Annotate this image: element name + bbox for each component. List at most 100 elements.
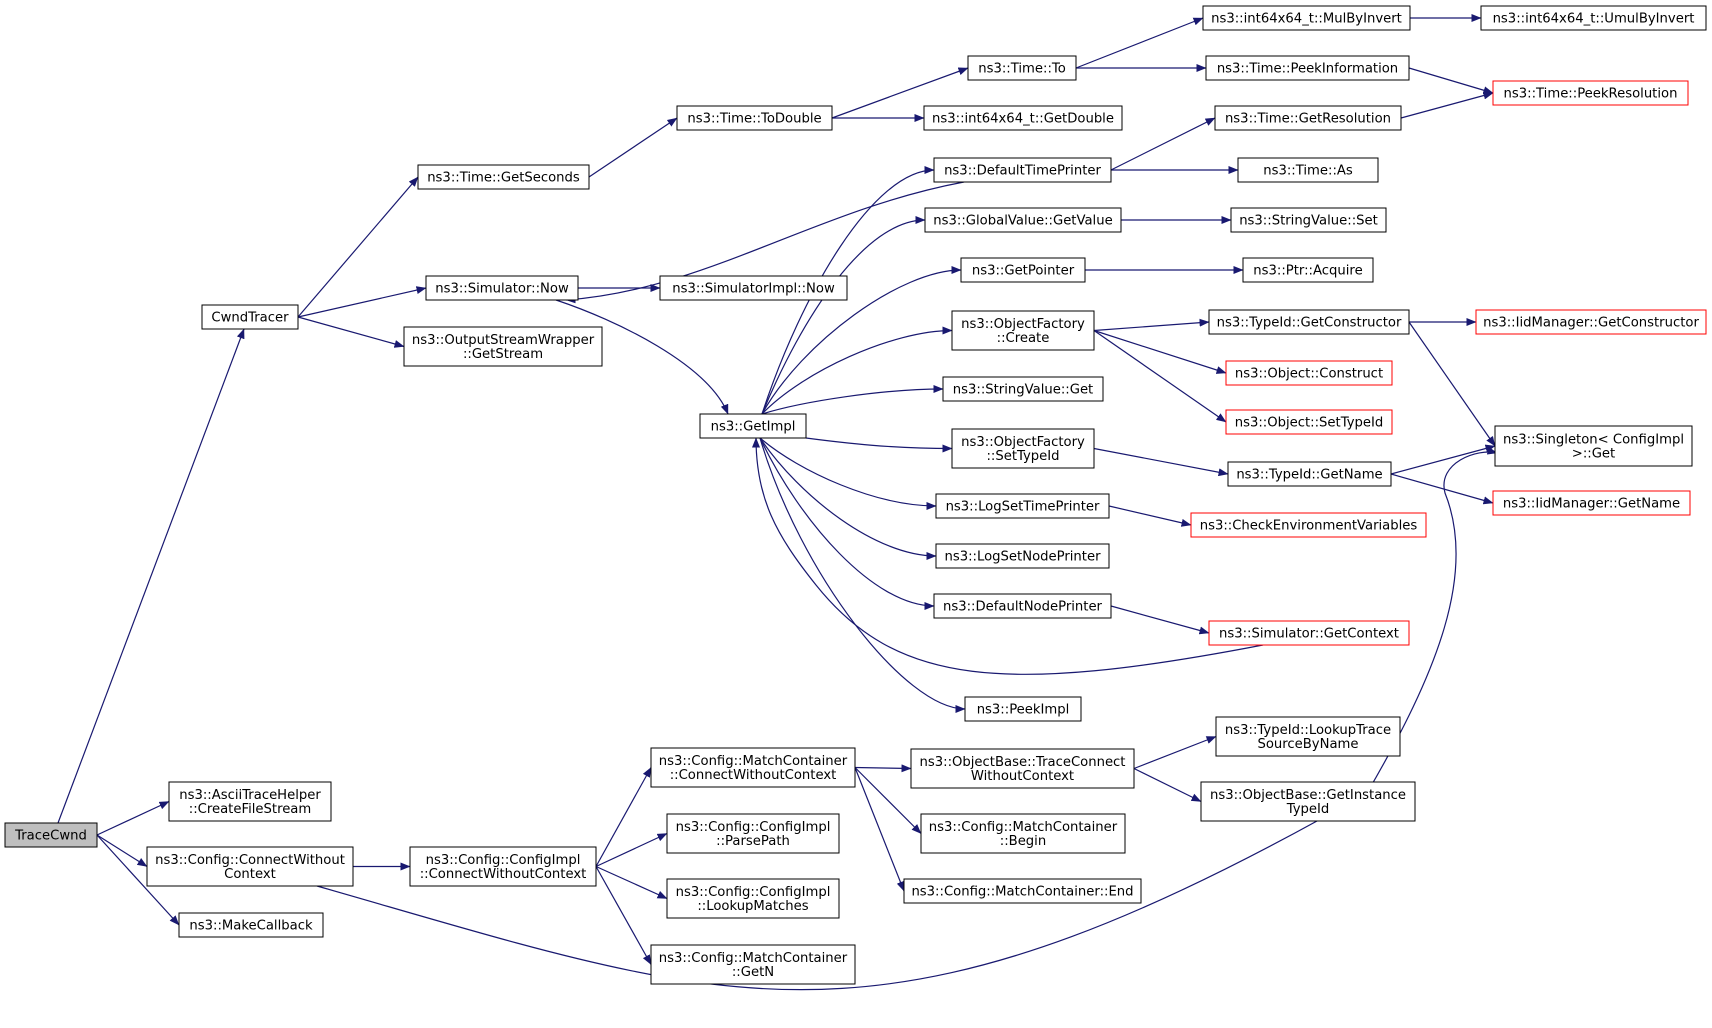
node-asciitracehelper-createfilestream[interactable]: ns3::AsciiTraceHelper::CreateFileStream — [168, 781, 332, 822]
node-config-connectwithoutcontext[interactable]: ns3::Config::ConnectWithoutContext — [146, 846, 354, 887]
node-box — [942, 376, 1104, 402]
node-label: ns3::Time::To — [978, 62, 1066, 77]
node-time-todouble[interactable]: ns3::Time::ToDouble — [676, 105, 833, 131]
nodes: TraceCwnd CwndTracer ns3::Time::GetSeconds… — [4, 5, 1707, 985]
node-peekimpl[interactable]: ns3::PeekImpl — [964, 696, 1082, 722]
node-box — [967, 55, 1077, 81]
edge-tracecwnd>asciitracehelper-createfilestream — [96, 800, 170, 836]
node-label: ns3::CheckEnvironmentVariables — [1200, 519, 1418, 534]
node-configimpl-lookupmatches[interactable]: ns3::Config::ConfigImpl::LookupMatches — [666, 878, 840, 919]
node-box — [935, 543, 1110, 569]
node-label: ns3::GlobalValue::GetValue — [933, 214, 1112, 229]
node-configimpl-connectwithoutcontext[interactable]: ns3::Config::ConfigImpl::ConnectWithoutC… — [409, 846, 597, 887]
node-label: WithoutContext — [971, 769, 1074, 784]
node-label: ns3::ObjectFactory — [961, 435, 1085, 450]
node-time-getresolution[interactable]: ns3::Time::GetResolution — [1214, 105, 1402, 131]
node-configimpl-parsepath[interactable]: ns3::Config::ConfigImpl::ParsePath — [666, 813, 840, 854]
node-object-construct[interactable]: ns3::Object::Construct — [1225, 360, 1393, 386]
node-singleton-get[interactable]: ns3::Singleton< ConfigImpl >::Get — [1494, 425, 1693, 467]
node-label: ns3::AsciiTraceHelper — [179, 788, 321, 803]
node-cwndtracer[interactable]: CwndTracer — [201, 304, 299, 330]
node-box — [920, 813, 1126, 854]
edge-tracecwnd>config-connectwithoutcontext — [96, 834, 148, 868]
node-label: ns3::Config::MatchContainer — [659, 951, 848, 966]
node-matchcontainer-begin[interactable]: ns3::Config::MatchContainer::Begin — [920, 813, 1126, 854]
node-box — [1202, 5, 1411, 31]
node-box — [1208, 309, 1410, 335]
node-label: ::ConnectWithoutContext — [670, 768, 837, 783]
node-int64-umulbyinvert[interactable]: ns3::int64x64_t::UmulByInvert — [1480, 5, 1707, 31]
node-matchcontainer-end[interactable]: ns3::Config::MatchContainer::End — [903, 878, 1142, 904]
node-matchcontainer-getn[interactable]: ns3::Config::MatchContainer::GetN — [650, 944, 856, 985]
node-label: ns3::MakeCallback — [189, 919, 313, 934]
node-typeid-getname[interactable]: ns3::TypeId::GetName — [1227, 461, 1392, 487]
node-label: ::GetStream — [463, 347, 543, 362]
node-getpointer[interactable]: ns3::GetPointer — [960, 257, 1086, 283]
node-box — [1492, 80, 1689, 106]
node-stringvalue-set[interactable]: ns3::StringValue::Set — [1230, 207, 1387, 233]
node-label: ns3::Ptr::Acquire — [1253, 264, 1362, 279]
edge-configimpl-connectwithoutcontext>configimpl-lookupmatches — [595, 865, 668, 900]
node-simulatorimpl-now[interactable]: ns3::SimulatorImpl::Now — [659, 275, 848, 301]
node-label: ns3::Simulator::GetContext — [1219, 627, 1399, 642]
node-object-settypeid[interactable]: ns3::Object::SetTypeId — [1225, 409, 1393, 435]
edge-cwndtracer>time-getseconds — [297, 176, 419, 318]
node-matchcontainer-connectwithoutcontext[interactable]: ns3::Config::MatchContainer::ConnectWith… — [650, 747, 856, 788]
node-objectfactory-create[interactable]: ns3::ObjectFactory::Create — [951, 310, 1095, 351]
node-iidmanager-getconstructor[interactable]: ns3::IidManager::GetConstructor — [1475, 309, 1707, 335]
node-box — [403, 326, 603, 367]
node-int64-getdouble[interactable]: ns3::int64x64_t::GetDouble — [923, 105, 1123, 131]
node-box — [699, 413, 807, 439]
node-time-getseconds[interactable]: ns3::Time::GetSeconds — [417, 164, 590, 190]
node-label: ns3::Config::ConfigImpl — [426, 853, 581, 868]
node-checkenvvars[interactable]: ns3::CheckEnvironmentVariables — [1190, 512, 1427, 538]
node-logsetnodeprinter[interactable]: ns3::LogSetNodePrinter — [935, 543, 1110, 569]
node-stringvalue-get[interactable]: ns3::StringValue::Get — [942, 376, 1104, 402]
node-defaultnodeprinter[interactable]: ns3::DefaultNodePrinter — [933, 593, 1112, 619]
node-label: ns3::Object::Construct — [1235, 367, 1383, 382]
node-defaulttimeprinter[interactable]: ns3::DefaultTimePrinter — [933, 157, 1112, 183]
edge-time-getseconds>time-todouble — [588, 117, 678, 178]
node-box — [1494, 425, 1693, 467]
node-globalvalue-getvalue[interactable]: ns3::GlobalValue::GetValue — [924, 207, 1122, 233]
node-typeid-getconstructor[interactable]: ns3::TypeId::GetConstructor — [1208, 309, 1410, 335]
node-label: ::ParsePath — [716, 834, 790, 849]
node-box — [1225, 360, 1393, 386]
node-time-peekinformation[interactable]: ns3::Time::PeekInformation — [1205, 55, 1410, 81]
node-box — [417, 164, 590, 190]
node-label: ns3::OutputStreamWrapper — [412, 333, 595, 348]
node-label: SourceByName — [1257, 737, 1358, 752]
node-label: TypeId — [1286, 802, 1330, 817]
node-ptr-acquire[interactable]: ns3::Ptr::Acquire — [1242, 257, 1374, 283]
node-objectbase-traceconnectwithoutcontext[interactable]: ns3::ObjectBase::TraceConnectWithoutCont… — [910, 748, 1135, 789]
node-tracecwnd[interactable]: TraceCwnd — [4, 822, 98, 848]
node-logsettimeprinter[interactable]: ns3::LogSetTimePrinter — [935, 493, 1110, 519]
node-iidmanager-getname[interactable]: ns3::IidManager::GetName — [1492, 490, 1691, 516]
edge-typeid-getname>iidmanager-getname — [1390, 473, 1494, 505]
node-objectfactory-settypeid[interactable]: ns3::ObjectFactory::SetTypeId — [951, 428, 1095, 469]
edge-cwndtracer>simulator-now — [297, 286, 427, 318]
node-box — [1492, 490, 1691, 516]
node-makecallback[interactable]: ns3::MakeCallback — [178, 912, 324, 938]
node-label: ns3::Config::ConnectWithout — [155, 853, 345, 868]
node-simulator-getcontext[interactable]: ns3::Simulator::GetContext — [1208, 620, 1410, 646]
node-box — [1480, 5, 1707, 31]
edge-getimpl>defaultnodeprinter — [759, 437, 935, 610]
edge-getimpl>stringvalue-get — [761, 385, 944, 415]
node-label: ns3::PeekImpl — [977, 703, 1070, 718]
node-simulator-now[interactable]: ns3::Simulator::Now — [425, 275, 579, 301]
node-box — [923, 105, 1123, 131]
node-outputstreamwrapper-getstream[interactable]: ns3::OutputStreamWrapper::GetStream — [403, 326, 603, 367]
edge-objectfactory-create>typeid-getconstructor — [1093, 318, 1210, 332]
edges — [57, 14, 1498, 991]
node-time-as[interactable]: ns3::Time::As — [1237, 157, 1379, 183]
node-int64-mulbyinvert[interactable]: ns3::int64x64_t::MulByInvert — [1202, 5, 1411, 31]
node-time-to[interactable]: ns3::Time::To — [967, 55, 1077, 81]
node-time-peekresolution[interactable]: ns3::Time::PeekResolution — [1492, 80, 1689, 106]
node-getimpl[interactable]: ns3::GetImpl — [699, 413, 807, 439]
node-label: ns3::ObjectBase::TraceConnect — [920, 755, 1126, 770]
node-label: ns3::Config::MatchContainer::End — [911, 885, 1133, 900]
